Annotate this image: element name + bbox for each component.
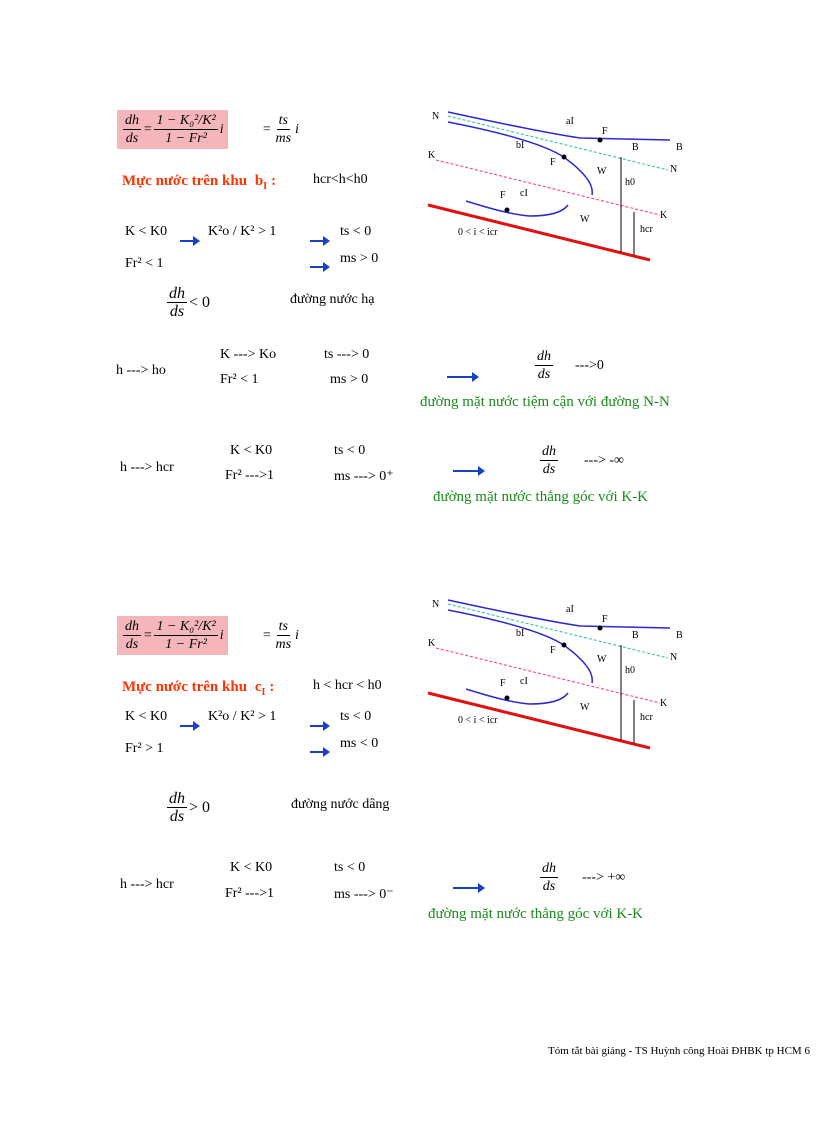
arrow-icon — [453, 462, 485, 480]
limit1-ms: ms > 0 — [330, 372, 369, 387]
water-profile-diagram-2: N N K K aI bI cI F F F W W B B h0 hcr 0 … — [427, 599, 683, 750]
svg-text:F: F — [500, 190, 506, 201]
svg-text:cI: cI — [520, 676, 528, 687]
limit1-h: h ---> ho — [116, 363, 166, 378]
limit1-note: đường mặt nước tiệm cận với đường N-N — [420, 394, 670, 410]
page-footer: Tóm tắt bài giảng - TS Huỳnh công Hoài Đ… — [548, 1045, 810, 1057]
arrow-icon — [310, 743, 330, 761]
svg-text:aI: aI — [566, 604, 574, 615]
svg-text:K: K — [428, 150, 436, 161]
limit2-h: h ---> hcr — [120, 460, 174, 475]
limit-ts: ts < 0 — [334, 860, 366, 875]
zone-heading-b1: Mực nước trên khu bI : — [122, 173, 277, 192]
limit-fr: Fr² --->1 — [225, 886, 275, 901]
svg-text:F: F — [550, 157, 556, 168]
svg-text:N: N — [670, 164, 677, 175]
slope-description: đường nước dâng — [291, 797, 390, 812]
cond-ts: ts < 0 — [340, 224, 372, 239]
svg-text:K: K — [660, 698, 668, 709]
svg-text:aI: aI — [566, 116, 574, 127]
limit2-ts: ts < 0 — [334, 443, 366, 458]
svg-text:h0: h0 — [625, 177, 635, 188]
arrow-icon — [180, 717, 200, 735]
svg-text:W: W — [580, 702, 590, 713]
svg-text:F: F — [602, 614, 608, 625]
cond-ts: ts < 0 — [340, 709, 372, 724]
limit-note: đường mặt nước thẳng góc với K-K — [428, 906, 644, 922]
svg-text:N: N — [432, 111, 439, 122]
svg-text:h0: h0 — [625, 665, 635, 676]
svg-text:B: B — [676, 630, 683, 641]
zone-condition-b1: hcr<h<h0 — [313, 172, 368, 187]
arrow-icon — [310, 258, 330, 276]
limit1-ts: ts ---> 0 — [324, 347, 370, 362]
svg-text:F: F — [500, 678, 506, 689]
slope-description: đường nước hạ — [290, 292, 375, 307]
svg-text:K: K — [428, 638, 436, 649]
svg-text:B: B — [676, 142, 683, 153]
svg-text:W: W — [597, 654, 607, 665]
limit1-result: --->0 — [575, 358, 604, 373]
limit-ms: ms ---> 0⁻ — [334, 887, 394, 902]
svg-text:bI: bI — [516, 628, 524, 639]
cond-ms: ms < 0 — [340, 736, 379, 751]
limit2-ms: ms ---> 0⁺ — [334, 469, 394, 484]
svg-text:N: N — [670, 652, 677, 663]
svg-text:W: W — [580, 214, 590, 225]
limit2-result: ---> -∞ — [584, 453, 625, 468]
cond-ms: ms > 0 — [340, 251, 379, 266]
svg-text:bI: bI — [516, 140, 524, 151]
svg-text:W: W — [597, 166, 607, 177]
limit2-note: đường mặt nước thẳng góc với K-K — [433, 489, 649, 505]
limit2-fr: Fr² --->1 — [225, 468, 275, 483]
cond-fr: Fr² < 1 — [125, 256, 164, 271]
svg-text:hcr: hcr — [640, 712, 653, 723]
zone-heading-c1: Mực nước trên khu cI : — [122, 679, 275, 698]
arrow-icon — [310, 232, 330, 250]
svg-text:hcr: hcr — [640, 224, 653, 235]
limit-result: ---> +∞ — [582, 870, 626, 885]
svg-text:F: F — [602, 126, 608, 137]
arrow-icon — [447, 368, 479, 386]
svg-text:B: B — [632, 142, 639, 153]
cond-fr: Fr² > 1 — [125, 741, 164, 756]
svg-text:K: K — [660, 210, 668, 221]
svg-text:0 < i < icr: 0 < i < icr — [458, 715, 498, 726]
svg-text:B: B — [632, 630, 639, 641]
limit2-k: K < K0 — [230, 443, 273, 458]
cond-k: K < K0 — [125, 709, 168, 724]
limit-k: K < K0 — [230, 860, 273, 875]
limit1-fr: Fr² < 1 — [220, 372, 259, 387]
arrow-icon — [453, 879, 485, 897]
zone-condition-c1: h < hcr < h0 — [313, 678, 382, 693]
limit-h: h ---> hcr — [120, 877, 174, 892]
svg-text:F: F — [550, 645, 556, 656]
cond-k2: K²o / K² > 1 — [208, 224, 277, 239]
water-profile-diagram-1: N N K K aI bI cI F F F W W B B h0 hcr 0 … — [427, 111, 683, 262]
svg-text:N: N — [432, 599, 439, 610]
limit1-k: K ---> Ko — [220, 347, 277, 362]
cond-k2: K²o / K² > 1 — [208, 709, 277, 724]
cond-k: K < K0 — [125, 224, 168, 239]
arrow-icon — [310, 717, 330, 735]
svg-text:0 < i < icr: 0 < i < icr — [458, 227, 498, 238]
svg-text:cI: cI — [520, 188, 528, 199]
arrow-icon — [180, 232, 200, 250]
